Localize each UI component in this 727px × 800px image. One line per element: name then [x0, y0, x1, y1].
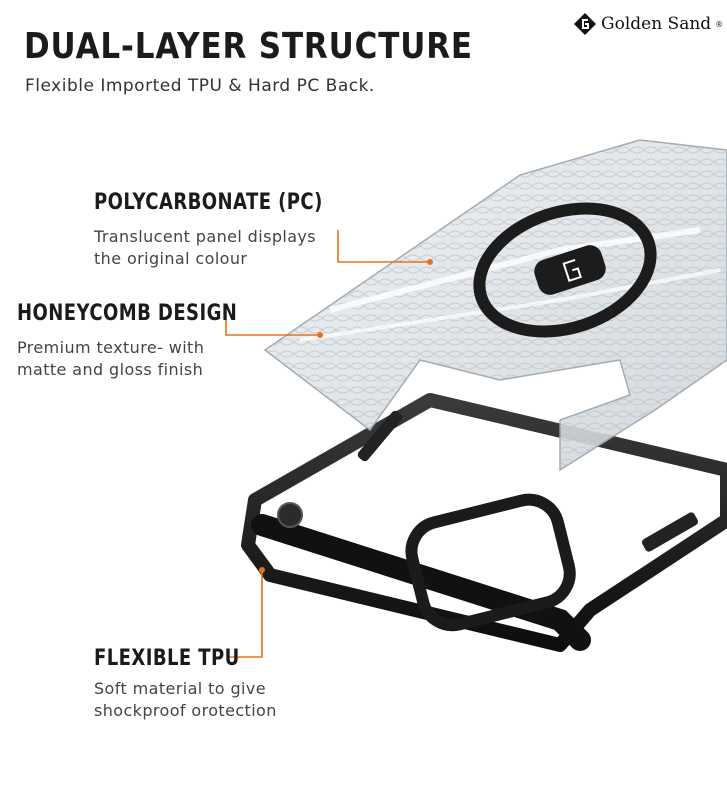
- lanyard-hole-icon: [277, 502, 303, 528]
- ring-stand-icon: [534, 245, 606, 295]
- side-button-frame: [641, 512, 699, 552]
- callout-line: shockproof orotection: [94, 701, 277, 720]
- magsafe-ring: [473, 202, 657, 338]
- callout-text-tpu: Soft material to give shockproof orotect…: [94, 678, 277, 722]
- callout-line: the original colour: [94, 249, 248, 268]
- tpu-frame: [241, 393, 727, 652]
- callout-line: Soft material to give: [94, 679, 266, 698]
- callout-text-honeycomb: Premium texture- with matte and gloss fi…: [17, 337, 204, 381]
- callout-text-pc: Translucent panel displays the original …: [94, 226, 316, 270]
- page-title: DUAL-LAYER STRUCTURE: [24, 26, 473, 67]
- brand-logo: Golden Sand®: [573, 12, 723, 36]
- brand-mark-icon: [574, 13, 596, 35]
- brand-name: Golden Sand: [601, 14, 712, 34]
- callout-heading-tpu: FLEXIBLE TPU: [94, 646, 240, 671]
- callout-lines: [225, 230, 433, 658]
- callout-line: Premium texture- with: [17, 338, 205, 357]
- brand-registered-mark: ®: [715, 19, 724, 29]
- page-subtitle: Flexible Imported TPU & Hard PC Back.: [25, 76, 375, 96]
- callout-heading-pc: POLYCARBONATE (PC): [94, 190, 323, 215]
- pc-back-panel: [263, 139, 727, 472]
- camera-cutout-frame: [405, 493, 576, 632]
- callout-line: Translucent panel displays: [94, 227, 317, 246]
- callout-heading-honeycomb: HONEYCOMB DESIGN: [17, 301, 238, 326]
- callout-line: matte and gloss finish: [17, 360, 204, 379]
